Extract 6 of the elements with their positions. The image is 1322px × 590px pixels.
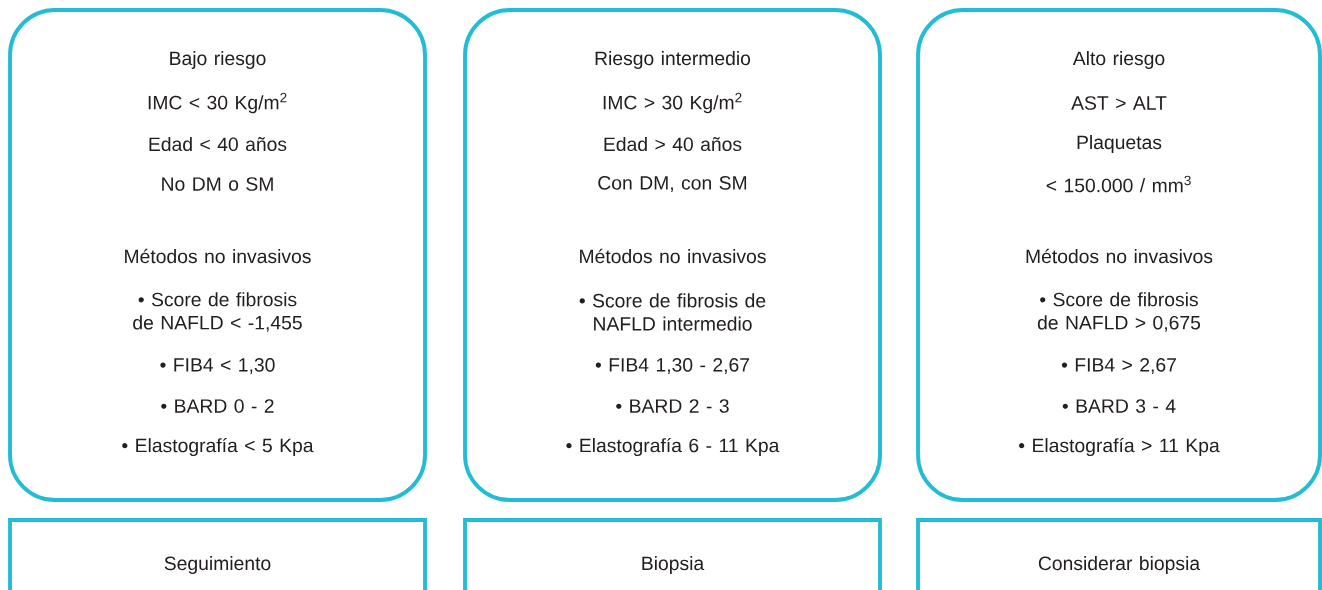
outcome-box: Biopsia xyxy=(463,518,882,590)
outcome-box: Considerar biopsia xyxy=(916,518,1322,590)
outcome-box: Seguimiento xyxy=(8,518,427,590)
rounded-box: Alto riesgo AST > ALT Plaquetas < 150.000 / mm$^{3}$ Métodos no invasivos • Score de fibrosis de NAFLD > 0,675 • FIB4 > 2,67 • BARD 3 - 4 • Elastografía > 11 Kpa xyxy=(916,8,1322,502)
rounded-box: Bajo riesgo IMC < 30 Kg/m$^{2}$ Edad < 40 años No DM o SM Métodos no invasivos • Score de fibrosis de NAFLD < -1,455 • FIB4 < 1,30 • BARD 0 - 2 • Elastografía < 5 Kpa xyxy=(8,8,427,502)
rounded-box: Riesgo intermedio IMC > 30 Kg/m$^{2}$ Edad > 40 años Con DM, con SM Métodos no invasivos • Score de fibrosis de NAFLD intermedio • FIB4 1,30 - 2,67 • BARD 2 - 3 • Elastografía 6 - 11 Kpa xyxy=(463,8,882,502)
